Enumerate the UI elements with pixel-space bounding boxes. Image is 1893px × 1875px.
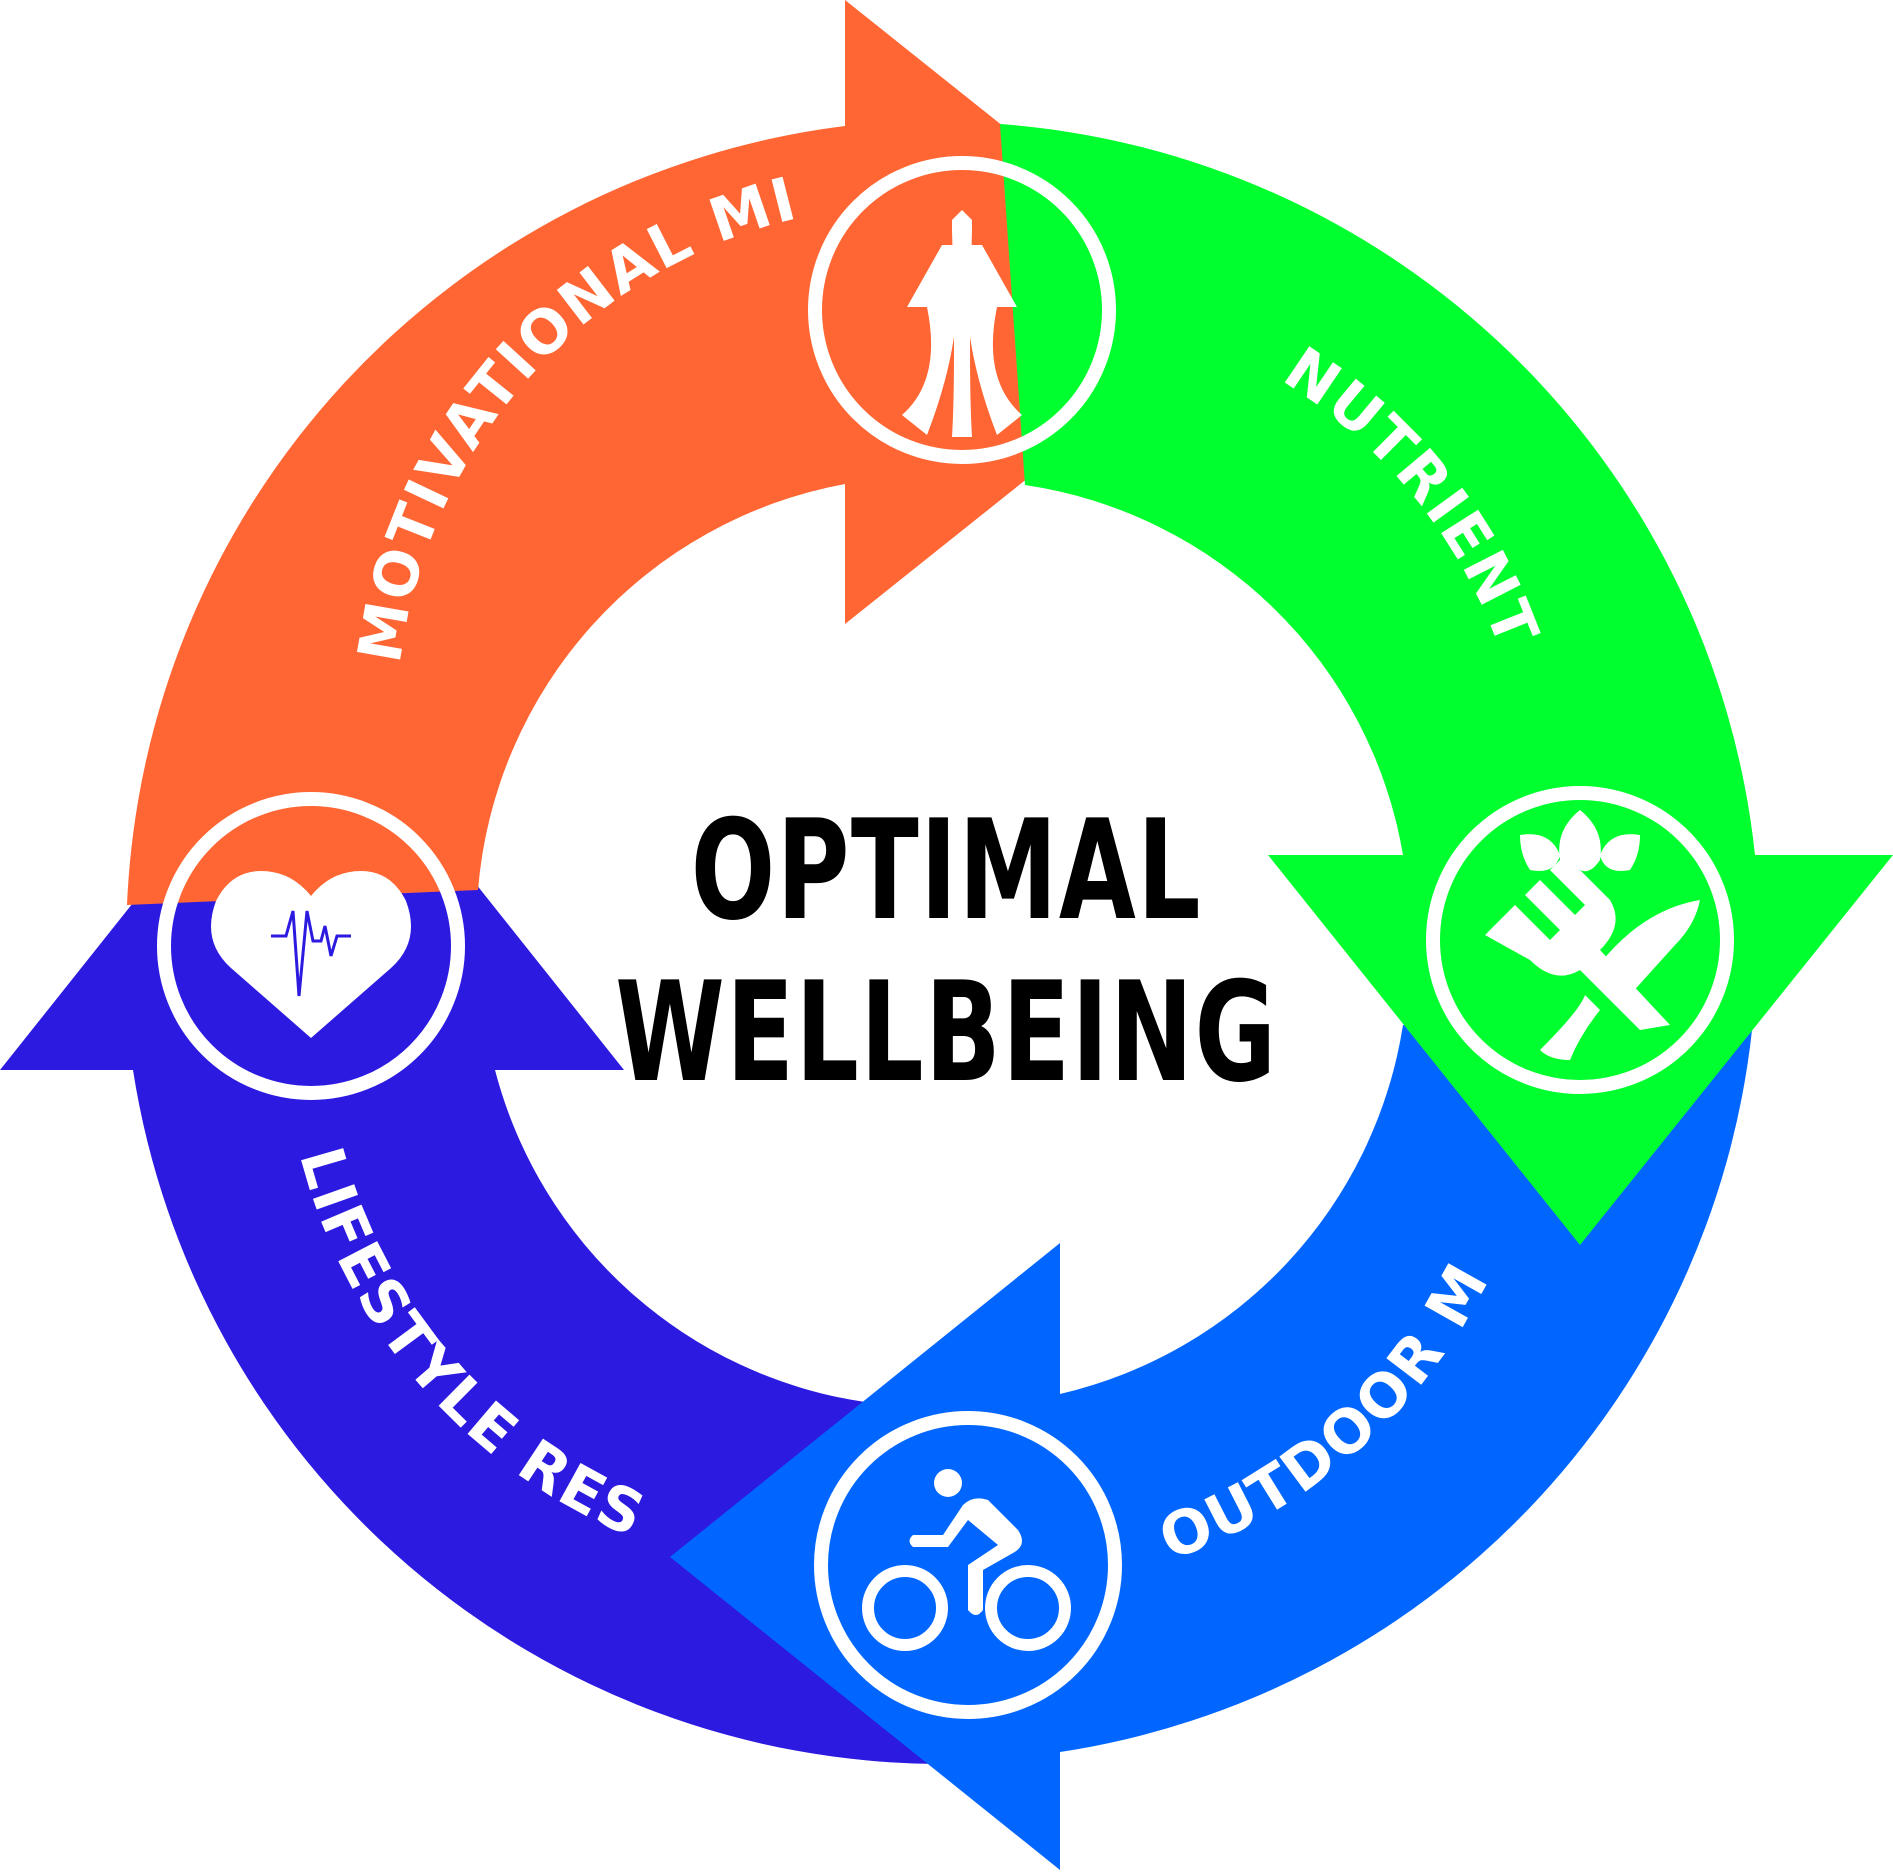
cyclist-icon bbox=[862, 1469, 1071, 1651]
heart-pulse-icon bbox=[211, 871, 411, 1038]
badge-lifestyle bbox=[157, 792, 465, 1100]
rising-arrows-icon bbox=[902, 210, 1022, 437]
fork-knife-leaf-icon bbox=[1485, 810, 1700, 1060]
segment-shape-mindset bbox=[127, 126, 845, 905]
arrowhead-nutrient bbox=[1268, 855, 1893, 1245]
badge-nutrient bbox=[1426, 786, 1734, 1094]
center-title-line-1: OPTIMAL bbox=[690, 790, 1202, 951]
ring-segment-nutrient bbox=[1000, 124, 1893, 1245]
badge-mindset bbox=[808, 156, 1116, 464]
badge-outdoor bbox=[814, 1411, 1122, 1719]
segment-shape-nutrient bbox=[1000, 124, 1755, 855]
center-title-line-2: WELLBEING bbox=[615, 952, 1278, 1113]
